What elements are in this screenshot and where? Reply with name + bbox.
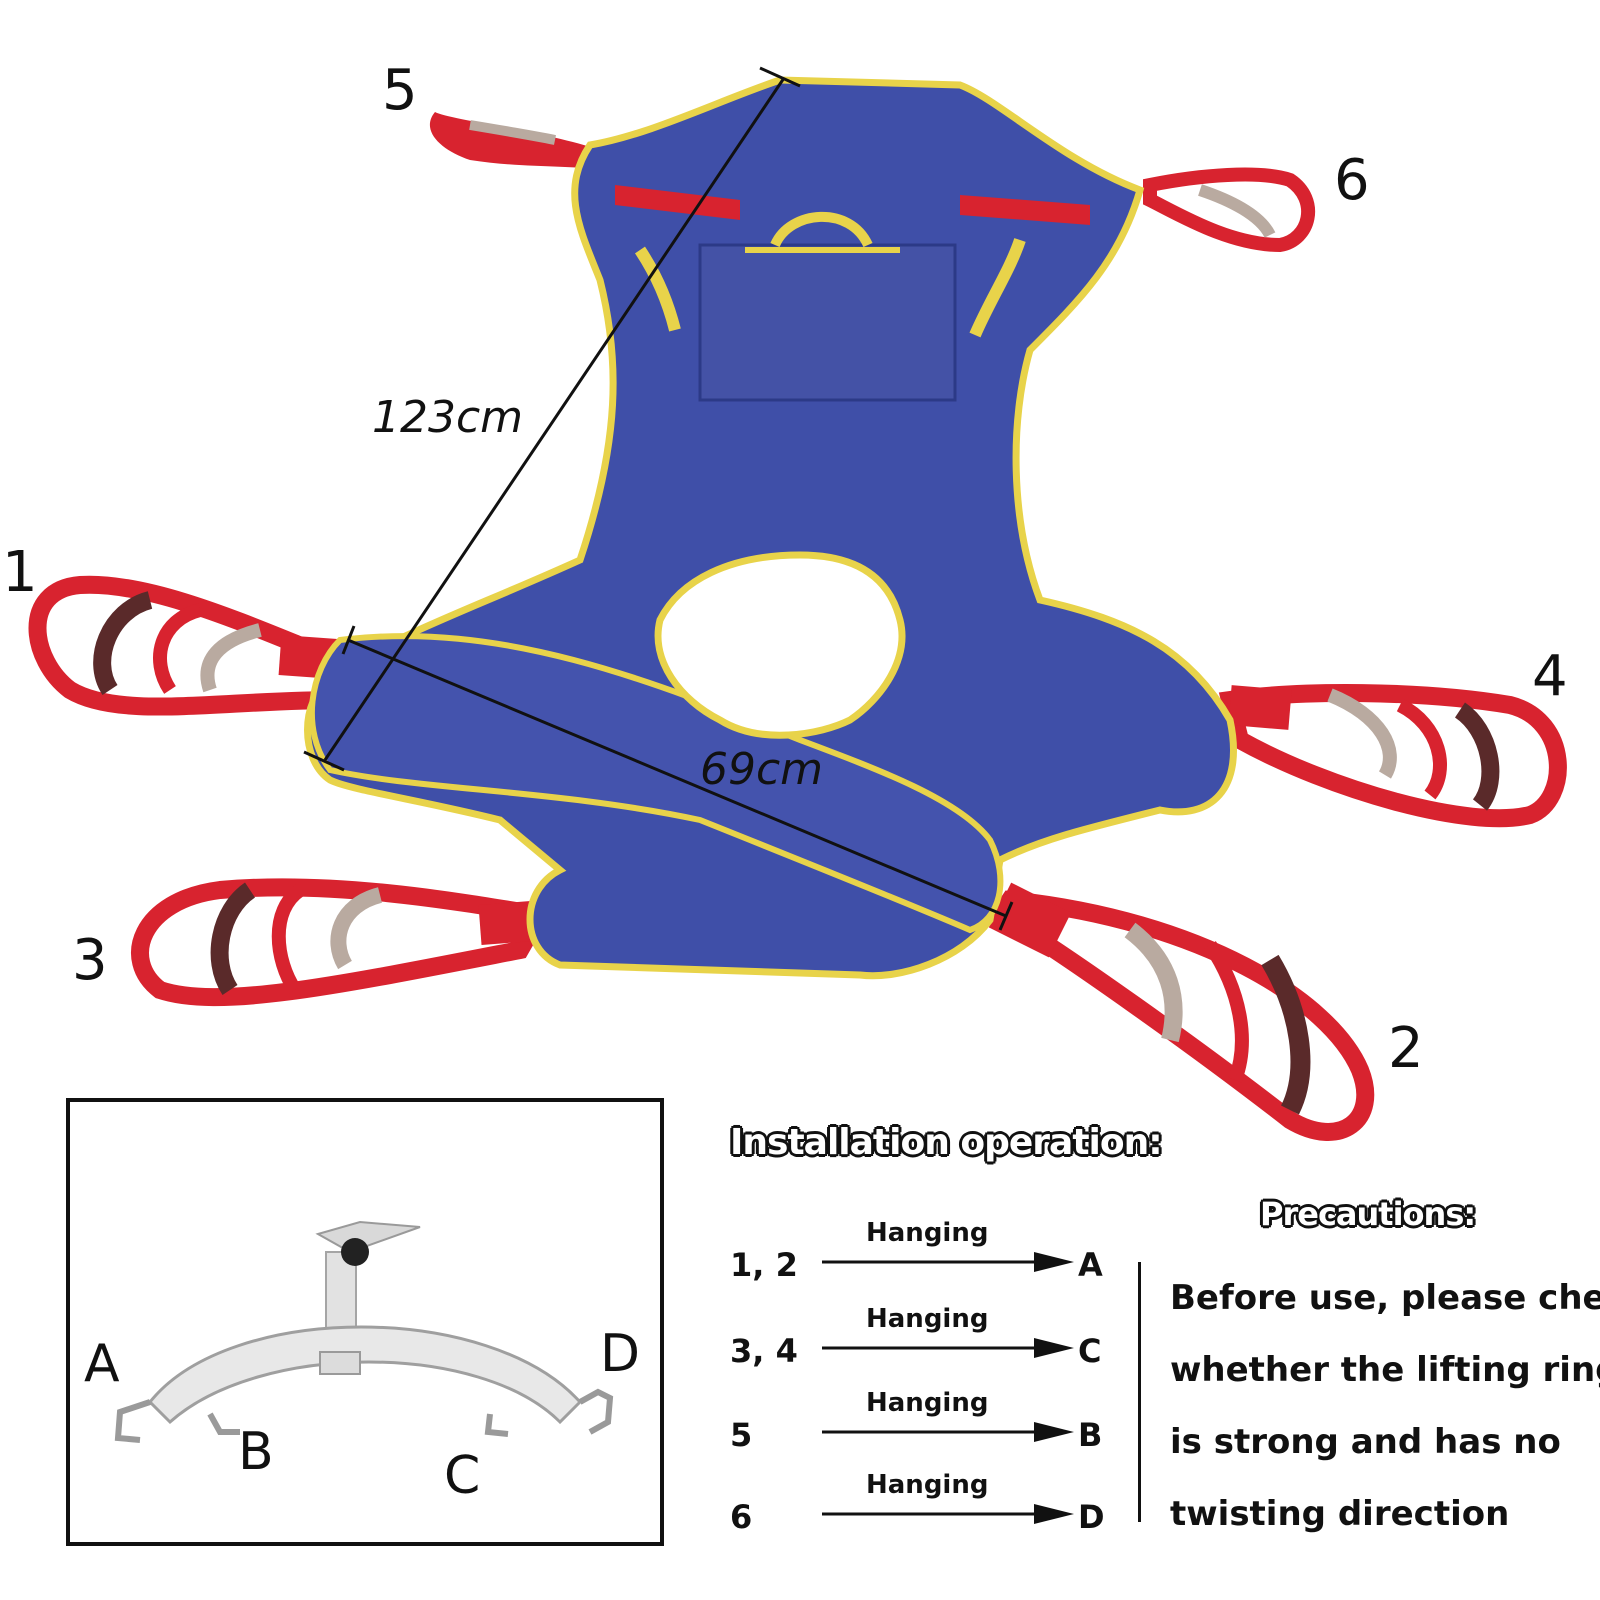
hook-diagram-box: A B C D <box>66 1098 664 1546</box>
yellow-strap-left <box>634 246 681 332</box>
precautions-divider <box>1138 1262 1141 1522</box>
arrow-right-icon <box>822 1252 1074 1272</box>
arrow-right-icon <box>822 1504 1074 1524</box>
step-action: Hanging <box>866 1218 989 1248</box>
installation-step: 1, 2 Hanging A <box>730 1218 1130 1298</box>
strap-loop-2 <box>987 882 1375 1141</box>
strap-loop-1 <box>28 575 361 716</box>
precautions-line: is strong and has no <box>1170 1422 1561 1462</box>
step-action: Hanging <box>866 1304 989 1334</box>
strap-label-4: 4 <box>1532 644 1568 709</box>
arrow-right-icon <box>822 1338 1074 1358</box>
step-hook: A <box>1078 1246 1103 1284</box>
installation-step: 6 Hanging D <box>730 1470 1130 1550</box>
hook-label-d: D <box>600 1324 641 1384</box>
dimension-line-width <box>341 625 1014 931</box>
strap-loop-3 <box>131 878 555 1007</box>
shoulder-tab-left <box>615 185 740 220</box>
strap-label-3: 3 <box>72 928 108 993</box>
precautions-text: Before use, please check whether the lif… <box>1170 1262 1600 1550</box>
shoulder-tab-right <box>960 195 1090 225</box>
step-straps: 3, 4 <box>730 1332 798 1370</box>
spreader-bar-illustration <box>114 1220 614 1443</box>
installation-step: 5 Hanging B <box>730 1388 1130 1468</box>
precautions-line: Before use, please check <box>1170 1278 1600 1318</box>
pocket-handle <box>770 211 873 248</box>
dimension-label-diagonal: 123cm <box>372 392 524 443</box>
strap-label-1: 1 <box>2 540 38 605</box>
head-pocket <box>698 243 957 402</box>
step-straps: 5 <box>730 1416 753 1454</box>
step-hook: D <box>1078 1498 1105 1536</box>
step-hook: C <box>1078 1332 1102 1370</box>
yellow-strap-right <box>969 238 1026 338</box>
strap-loop-6 <box>1143 167 1315 253</box>
precautions-line: whether the lifting ring <box>1170 1350 1600 1390</box>
step-straps: 1, 2 <box>730 1246 798 1284</box>
step-hook: B <box>1078 1416 1103 1454</box>
arrow-right-icon <box>822 1422 1074 1442</box>
strap-loop-5 <box>429 112 600 170</box>
commode-opening <box>654 551 906 739</box>
hook-label-b: B <box>238 1422 274 1482</box>
strap-label-5: 5 <box>382 58 418 123</box>
dimension-line-diagonal <box>303 66 801 772</box>
step-action: Hanging <box>866 1470 989 1500</box>
precautions-line: twisting direction <box>1170 1494 1510 1534</box>
installation-title: Installation operation: <box>730 1122 1163 1163</box>
strap-label-6: 6 <box>1334 148 1370 213</box>
hook-label-a: A <box>84 1334 120 1394</box>
step-action: Hanging <box>866 1388 989 1418</box>
strap-label-2: 2 <box>1388 1016 1424 1081</box>
strap-loop-4 <box>1218 684 1567 828</box>
step-straps: 6 <box>730 1498 753 1536</box>
hook-label-c: C <box>444 1446 481 1506</box>
precautions-title: Precautions: <box>1260 1195 1476 1233</box>
installation-step: 3, 4 Hanging C <box>730 1304 1130 1384</box>
dimension-label-width: 69cm <box>700 744 824 795</box>
